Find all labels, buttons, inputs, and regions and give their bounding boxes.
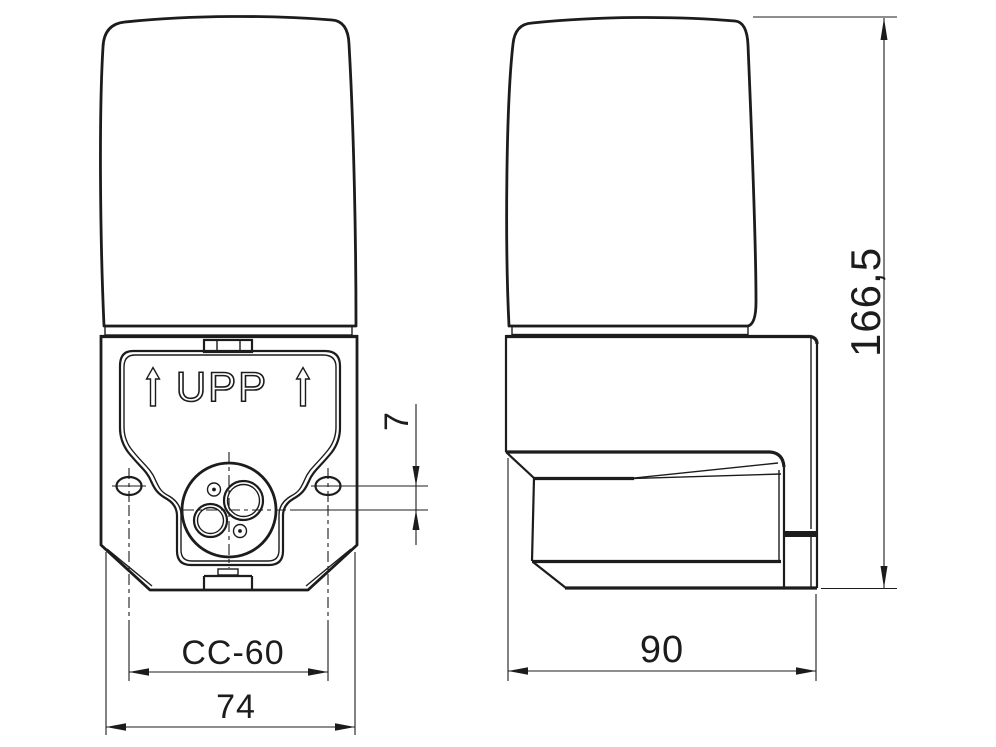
bottom-clip-tab <box>202 568 254 589</box>
dimension-hole-spacing: CC-60 <box>128 505 329 681</box>
screw-hole-bottom <box>232 523 248 539</box>
mounting-panel-inner <box>123 354 337 562</box>
dimension-side-depth: 90 <box>507 458 817 681</box>
side-view <box>504 16 819 590</box>
cable-entry-boss <box>180 452 292 568</box>
dim-label-7: 7 <box>378 411 416 431</box>
dimension-front-width: 74 <box>105 552 356 735</box>
shade-collar-front <box>104 325 353 336</box>
shade-front <box>99 15 358 328</box>
dim-label-cc60: CC-60 <box>181 634 284 672</box>
cable-entry-hole-small <box>192 502 229 539</box>
dimension-total-height: 166,5 <box>753 16 897 590</box>
dimension-entry-offset: 7 <box>292 404 428 545</box>
upp-marking: UPP <box>176 363 268 410</box>
visor-edge-upper <box>633 462 779 479</box>
visor-edge-lower <box>633 473 782 480</box>
shade-side <box>505 16 758 328</box>
cable-entry-hole-large <box>222 479 265 522</box>
dim-label-74: 74 <box>216 688 256 726</box>
base-side <box>504 334 819 590</box>
front-view: UPP <box>99 15 359 592</box>
mounting-hole-left <box>112 468 146 505</box>
dim-label-90: 90 <box>640 629 684 671</box>
screw-hole-top <box>206 482 222 497</box>
dim-label-166-5: 166,5 <box>842 247 889 357</box>
up-arrow-left-icon <box>145 366 161 407</box>
mounting-panel-outer <box>118 349 342 567</box>
shade-collar-side <box>511 325 749 336</box>
up-arrow-right-icon <box>295 366 311 407</box>
